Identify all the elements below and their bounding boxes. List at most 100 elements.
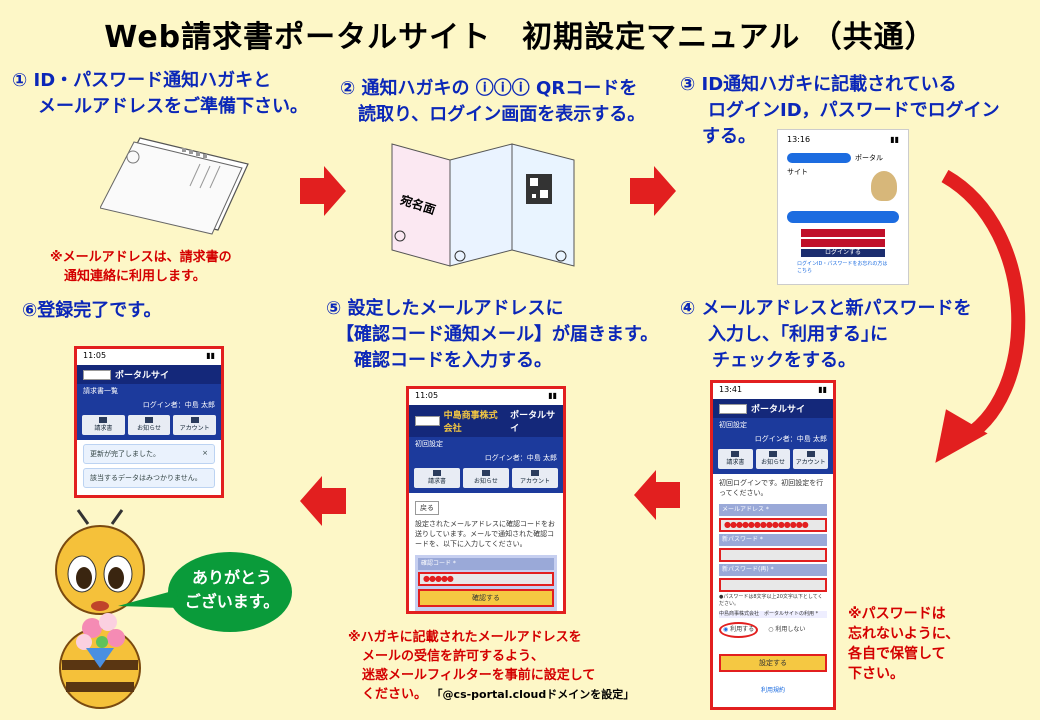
email-note: ※メールアドレスは、請求書の 通知連絡に利用します。	[50, 248, 232, 286]
step4-line1: ④ メールアドレスと新パスワードを	[680, 298, 972, 319]
arrow-left-1	[634, 470, 680, 520]
page-title: Web請求書ポータルサイト 初期設定マニュアル （共通）	[104, 20, 936, 55]
filter-note-line4: ください。	[362, 687, 428, 702]
nav-account[interactable]: アカウント	[512, 468, 558, 488]
folded-card-illustration	[391, 143, 575, 267]
filter-note-domain: 「@cs-portal.cloudドメインを設定」	[431, 688, 635, 701]
phone6-portal: ポータルサイ	[115, 371, 170, 381]
step1-line2: メールアドレスをご準備下さい。	[38, 96, 308, 117]
forgot-link[interactable]: ログインID・パスワードをお忘れの方はこちら	[797, 261, 888, 274]
password-hint: ●パスワードは8文字以上20文字以下としてください。	[719, 594, 823, 607]
password-note: ※パスワードは 忘れないように、 各自で保管して 下さい。	[848, 604, 959, 684]
phone4-section: 初回設定	[713, 418, 833, 432]
arrow-right-2	[630, 166, 676, 216]
code-field[interactable]: ●●●●●	[418, 572, 554, 586]
step5-line3: 確認コードを入力する。	[354, 350, 552, 371]
password-note-line4: 下さい。	[848, 666, 904, 682]
portal-banner	[787, 211, 899, 223]
nav-invoice[interactable]: 請求書	[82, 415, 125, 435]
phone5-portal: ポータルサイ	[510, 411, 556, 434]
nav-account[interactable]: アカウント	[793, 449, 829, 469]
user-icon	[531, 470, 539, 476]
nav-notice[interactable]: お知らせ	[127, 415, 171, 435]
login-password-field[interactable]	[801, 239, 885, 247]
thanks-line1: ありがとう	[191, 568, 272, 587]
email-field[interactable]: ●●●●●●●●●●●●●●	[719, 518, 827, 532]
nav-invoice[interactable]: 請求書	[718, 449, 753, 469]
nav-invoice[interactable]: 請求書	[414, 468, 460, 488]
step6-text: ⑥登録完了です。	[22, 298, 161, 324]
phone-confirm-code-screen: 11:05▮▮ 中島商事株式会社ポータルサイ 初回設定 ログイン者：中島 太郎 …	[406, 386, 566, 614]
use-radio[interactable]: ◉ 利用する	[719, 622, 759, 638]
new-password-field[interactable]	[719, 548, 827, 562]
terms-link[interactable]: 利用規約	[760, 687, 785, 694]
not-use-radio[interactable]: ○ 利用しない	[768, 626, 806, 633]
arrow-left-2	[300, 476, 346, 526]
login-button[interactable]: ログインする	[801, 249, 885, 257]
step3-line2: ログインID，パスワードでログイン	[708, 100, 1000, 121]
step1-text: ① ID・パスワード通知ハガキと メールアドレスをご準備下さい。	[12, 68, 308, 120]
company-logo	[719, 403, 747, 414]
password-note-line3: 各自で保管して	[848, 646, 946, 662]
phone5-section: 初回設定	[409, 437, 563, 451]
document-icon	[99, 417, 108, 423]
phone3-site: サイト	[787, 168, 808, 176]
step4-line2: 入力し、｢利用する｣に	[708, 324, 888, 345]
setting-button[interactable]: 設定する	[719, 654, 827, 672]
company-logo	[83, 369, 111, 380]
phone5-message: 設定されたメールアドレスに確認コードをお送りしています。メールで通知された確認コ…	[415, 520, 555, 548]
no-data-alert: 該当するデータはみつかりません。	[83, 468, 215, 488]
owl-mascot-icon	[871, 171, 897, 201]
mail-icon	[482, 470, 490, 476]
phone6-user: ログイン者：中島 太郎	[77, 398, 221, 412]
step2-line1: ② 通知ハガキの ⓘⓘⓘ QRコードを	[340, 78, 638, 99]
close-icon[interactable]: ×	[202, 449, 208, 457]
login-id-field[interactable]	[801, 229, 885, 237]
confirm-button[interactable]: 確認する	[418, 589, 554, 607]
step5-line2: 【確認コード通知メール】が届きます。	[336, 324, 659, 345]
email-label: メールアドレス *	[719, 504, 827, 516]
bee-mascot-icon	[55, 509, 145, 709]
phone-initial-setup-screen: 13:41▮▮ ポータルサイ 初回設定 ログイン者：中島 太郎 請求書 お知らせ…	[710, 380, 836, 710]
code-value: ●●●●●	[423, 574, 454, 583]
nav-account[interactable]: アカウント	[173, 415, 217, 435]
email-note-line1: ※メールアドレスは、請求書の	[50, 250, 232, 265]
phone3-portal: ポータル	[855, 154, 883, 162]
step3-line3: する。	[702, 126, 756, 147]
nav-notice[interactable]: お知らせ	[463, 468, 509, 488]
curved-arrow-down	[935, 170, 1026, 463]
step4-line3: チェックをする。	[712, 350, 856, 371]
step2-line2: 読取り、ログイン画面を表示する。	[358, 104, 646, 125]
code-label: 確認コード *	[418, 558, 554, 570]
step1-line1: ① ID・パスワード通知ハガキと	[12, 70, 272, 91]
step6-line1: ⑥登録完了です。	[22, 300, 162, 321]
back-button[interactable]: 戻る	[415, 501, 439, 515]
phone4-portal: ポータルサイ	[751, 405, 806, 415]
password-note-line1: ※パスワードは	[848, 606, 946, 622]
phone5-company: 中島商事株式会社	[443, 411, 498, 434]
company-logo-bar	[787, 153, 851, 163]
step3-text: ③ ID通知ハガキに記載されている ログインID，パスワードでログイン する。	[680, 72, 1000, 150]
user-icon	[806, 451, 815, 457]
thanks-text: ありがとう ございます。	[176, 566, 288, 614]
postcard-illustration	[100, 137, 249, 235]
phone4-user: ログイン者：中島 太郎	[713, 432, 833, 446]
arrow-right-1	[300, 166, 346, 216]
thanks-line2: ございます。	[184, 592, 280, 611]
email-note-line2: 通知連絡に利用します。	[64, 269, 206, 284]
document-icon	[731, 451, 740, 457]
update-complete-alert: 更新が完了しました。×	[83, 444, 215, 464]
phone4-intro: 初回ログインです。初回設定を行ってください。	[719, 479, 824, 497]
step5-line1: ⑤ 設定したメールアドレスに	[326, 298, 564, 319]
step2-text: ② 通知ハガキの ⓘⓘⓘ QRコードを 読取り、ログイン画面を表示する。	[340, 76, 645, 128]
phone4-time: 13:41	[719, 385, 743, 394]
speech-bubble	[118, 552, 292, 632]
nav-notice[interactable]: お知らせ	[755, 449, 791, 469]
user-icon	[190, 417, 199, 423]
mail-icon	[145, 417, 153, 423]
confirm-password-field[interactable]	[719, 578, 827, 592]
filter-note-line3: 迷惑メールフィルターを事前に設定して	[362, 668, 596, 683]
phone-login-screen: 13:16▮▮ ポータル サイト ログインする ログインID・パスワードをお忘れ…	[778, 130, 908, 284]
agree-label: 中島商事株式会社 ポータルサイトの利用 *	[719, 611, 827, 618]
